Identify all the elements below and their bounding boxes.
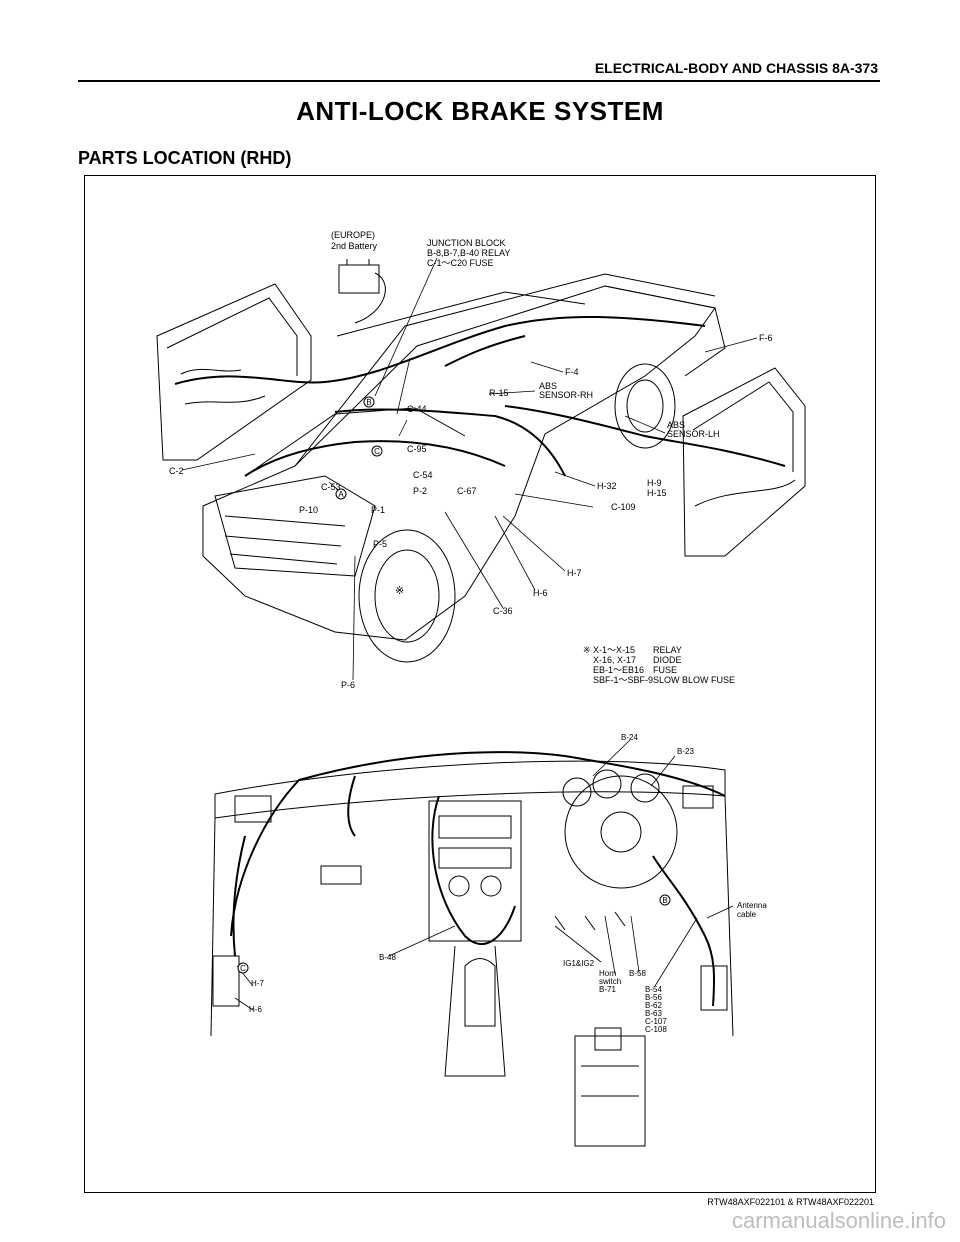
label-c44: C-44 [407, 404, 427, 414]
label-stack-1: B-54 [645, 985, 662, 994]
label-abs-lh-2: SENSOR-LH [667, 429, 720, 439]
label-horn-3: B-71 [599, 985, 616, 994]
label-p1: P-1 [371, 505, 385, 515]
page-header: ELECTRICAL-BODY AND CHASSIS 8A-373 [78, 60, 880, 82]
rear-wheel [614, 363, 676, 449]
center-console [428, 800, 522, 942]
label-h32: H-32 [597, 481, 617, 491]
label-junction-block: JUNCTION BLOCK [427, 238, 506, 248]
label-c67: C-67 [457, 486, 477, 496]
label-c95: C-95 [407, 444, 427, 454]
battery-shape [338, 264, 380, 294]
steering-wheel [564, 775, 678, 889]
label-h7-lower: H-7 [251, 979, 264, 988]
legend-row-2-name: X-16, X-17 [593, 655, 636, 665]
marker-c-upper: C [374, 447, 380, 456]
legend-row-4-desc: SLOW BLOW FUSE [653, 675, 735, 685]
legend-row-1-desc: RELAY [653, 645, 682, 655]
parts-location-figure: (EUROPE) 2nd Battery JUNCTION BLOCK B-8,… [84, 175, 876, 1193]
label-h6: H-6 [533, 588, 548, 598]
label-f6: F-6 [759, 333, 773, 343]
legend-row-1-name: ※ X-1～X-15 [583, 645, 635, 655]
label-stack-3: B-62 [645, 1001, 662, 1010]
label-abs-lh-1: ABS [667, 420, 685, 430]
label-c2: C-2 [169, 466, 184, 476]
label-h9: H-9 [647, 478, 662, 488]
label-b58: B-58 [629, 969, 646, 978]
label-ig: IG1&IG2 [563, 959, 595, 968]
figure-caption: RTW48AXF022101 & RTW48AXF022201 [707, 1197, 874, 1207]
label-horn-2: switch [599, 977, 621, 986]
label-antenna-2: cable [737, 910, 757, 919]
page-title: ANTI-LOCK BRAKE SYSTEM [296, 96, 664, 126]
left-door-outline [156, 283, 312, 461]
label-horn-1: Horn [599, 969, 616, 978]
label-c53: C-53 [321, 482, 341, 492]
label-c109: C-109 [611, 502, 636, 512]
label-r15: R-15 [489, 388, 509, 398]
label-b23: B-23 [677, 747, 694, 756]
label-b48: B-48 [379, 953, 396, 962]
label-battery: 2nd Battery [331, 241, 378, 251]
label-antenna-1: Antenna [737, 901, 767, 910]
label-stack-5: C-107 [645, 1017, 667, 1026]
label-stack-2: B-56 [645, 993, 662, 1002]
label-f4: F-4 [565, 367, 579, 377]
label-p10: P-10 [299, 505, 318, 515]
label-b24: B-24 [621, 733, 638, 742]
label-stack-6: C-108 [645, 1025, 667, 1034]
label-p6: P-6 [341, 680, 355, 690]
label-h7: H-7 [567, 568, 582, 578]
marker-c-lower: C [240, 964, 246, 973]
legend-row-3-name: EB-1～EB16 [593, 665, 644, 675]
header-text: ELECTRICAL-BODY AND CHASSIS 8A-373 [594, 60, 878, 76]
truck-body-outline [202, 285, 716, 641]
label-h6-lower: H-6 [249, 1005, 262, 1014]
label-stack-4: B-63 [645, 1009, 662, 1018]
front-wheel [358, 529, 456, 663]
label-fuse: C-1～C20 FUSE [427, 258, 494, 268]
label-abs-rh-1: ABS [539, 381, 557, 391]
label-asterisk: ※ [395, 585, 404, 597]
marker-b-upper: B [366, 398, 371, 407]
label-p2: P-2 [413, 486, 427, 496]
label-abs-rh-2: SENSOR-RH [539, 390, 593, 400]
label-c36: C-36 [493, 606, 513, 616]
wiring-illustration: (EUROPE) 2nd Battery JUNCTION BLOCK B-8,… [156, 230, 806, 1147]
watermark: carmanualsonline.info [731, 1208, 946, 1233]
right-door-outline [682, 367, 806, 557]
section-subtitle: PARTS LOCATION (RHD) [78, 148, 292, 168]
marker-a: A [338, 490, 344, 499]
legend-row-2-desc: DIODE [653, 655, 682, 665]
label-p5: P-5 [373, 539, 387, 549]
legend-row-3-desc: FUSE [653, 665, 677, 675]
marker-b-lower: B [662, 896, 667, 905]
label-relay: B-8,B-7,B-40 RELAY [427, 248, 510, 258]
label-h15: H-15 [647, 488, 667, 498]
label-europe: (EUROPE) [331, 230, 375, 240]
legend-row-4-name: SBF-1～SBF-9 [593, 675, 653, 685]
label-c54: C-54 [413, 470, 433, 480]
